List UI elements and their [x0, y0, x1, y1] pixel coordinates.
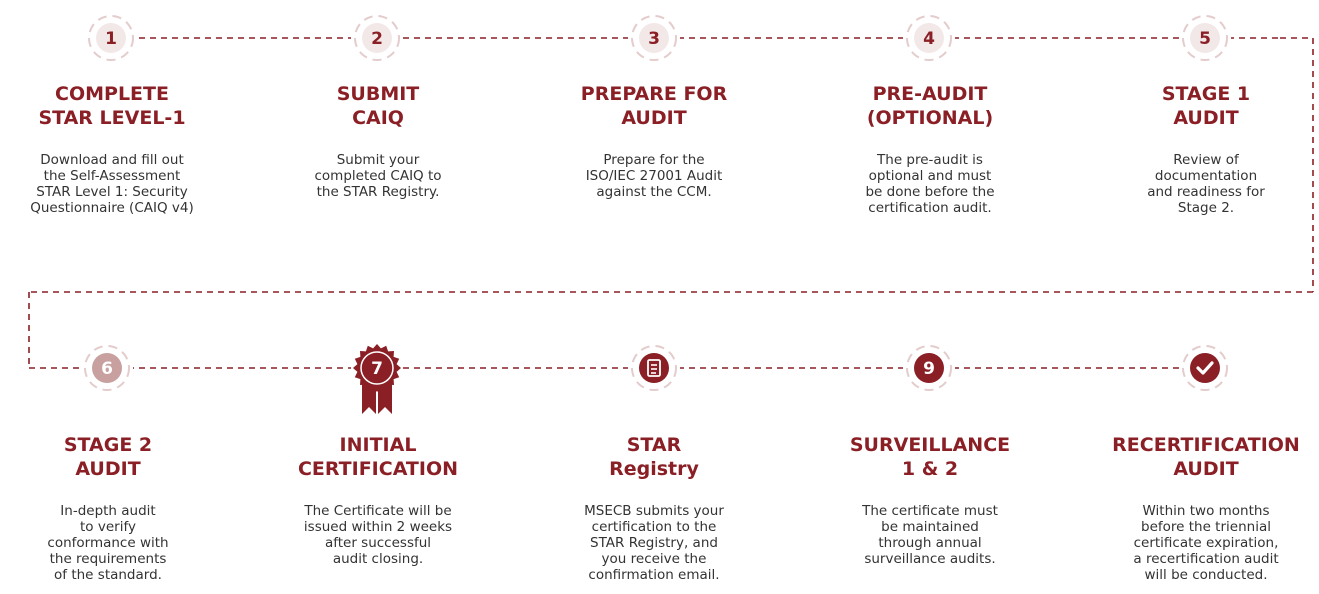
- marker-ring-10: [1182, 345, 1228, 391]
- step-8-title: STAR Registry: [609, 434, 699, 480]
- step-9: SURVEILLANCE 1 & 2 The certificate must …: [810, 433, 1050, 567]
- step-9-description: The certificate must be maintained throu…: [862, 503, 998, 567]
- step-6-description: In-depth audit to verify conformance wit…: [47, 503, 169, 583]
- marker-circle-2: [362, 23, 392, 53]
- step-number-1: 1: [105, 29, 117, 49]
- marker-circle-6: [92, 353, 122, 383]
- step-4-description: The pre-audit is optional and must be do…: [865, 152, 995, 216]
- step-4: PRE-AUDIT (OPTIONAL) The pre-audit is op…: [810, 82, 1050, 216]
- step-number-9: 9: [923, 359, 935, 379]
- marker-ring-5: [1182, 15, 1228, 61]
- marker-circle-8: [639, 353, 669, 383]
- step-2-description: Submit your completed CAIQ to the STAR R…: [314, 152, 442, 200]
- step-5: STAGE 1 AUDIT Review of documentation an…: [1086, 82, 1319, 216]
- marker-ring-6: [84, 345, 130, 391]
- step-3: PREPARE FOR AUDIT Prepare for the ISO/IE…: [534, 82, 774, 200]
- marker-circle-1: [96, 23, 126, 53]
- step-3-description: Prepare for the ISO/IEC 27001 Audit agai…: [585, 152, 723, 200]
- step-number-7: 7: [371, 359, 383, 379]
- step-10: RECERTIFICATION AUDIT Within two months …: [1086, 433, 1319, 583]
- marker-ring-8: [631, 345, 677, 391]
- award-badge-icon: [353, 344, 401, 414]
- step-markers: 1 2 3 4 5 6 7 9: [81, 12, 1231, 414]
- step-6: STAGE 2 AUDIT In-depth audit to verify c…: [0, 433, 228, 583]
- step-2: SUBMIT CAIQ Submit your completed CAIQ t…: [258, 82, 498, 200]
- marker-circle-9: [914, 353, 944, 383]
- marker-circle-10: [1190, 353, 1220, 383]
- step-7-title: INITIAL CERTIFICATION: [297, 434, 459, 480]
- step-number-6: 6: [101, 359, 113, 379]
- marker-circle-3: [639, 23, 669, 53]
- step-6-title: STAGE 2 AUDIT: [63, 434, 153, 480]
- step-7: INITIAL CERTIFICATION The Certificate wi…: [258, 433, 498, 567]
- step-10-title: RECERTIFICATION AUDIT: [1112, 434, 1300, 480]
- step-number-2: 2: [371, 29, 383, 49]
- document-icon: [647, 359, 661, 377]
- step-5-description: Review of documentation and readiness fo…: [1147, 152, 1265, 216]
- marker-ring-9: [906, 345, 952, 391]
- marker-circle-4: [914, 23, 944, 53]
- step-7-description: The Certificate will be issued within 2 …: [303, 503, 453, 567]
- marker-ring-1: [88, 15, 134, 61]
- check-icon: [1196, 361, 1214, 375]
- step-1-description: Download and fill out the Self-Assessmen…: [30, 152, 194, 216]
- marker-circle-5: [1190, 23, 1220, 53]
- marker-ring-3: [631, 15, 677, 61]
- step-number-5: 5: [1199, 29, 1211, 49]
- marker-ring-2: [354, 15, 400, 61]
- step-number-4: 4: [923, 29, 935, 49]
- step-9-title: SURVEILLANCE 1 & 2: [849, 434, 1011, 480]
- step-8-description: MSECB submits your certification to the …: [584, 503, 724, 583]
- step-1: COMPLETE STAR LEVEL-1 Download and fill …: [0, 82, 232, 216]
- dashed-connector-path: [28, 37, 1314, 369]
- step-number-3: 3: [648, 29, 660, 49]
- marker-ring-4: [906, 15, 952, 61]
- step-10-description: Within two months before the triennial c…: [1133, 503, 1279, 583]
- step-3-title: PREPARE FOR AUDIT: [580, 83, 728, 129]
- step-4-title: PRE-AUDIT (OPTIONAL): [866, 83, 994, 129]
- step-8: STAR Registry MSECB submits your certifi…: [534, 433, 774, 583]
- step-5-title: STAGE 1 AUDIT: [1161, 83, 1251, 129]
- step-1-title: COMPLETE STAR LEVEL-1: [38, 83, 186, 129]
- step-2-title: SUBMIT CAIQ: [336, 83, 420, 129]
